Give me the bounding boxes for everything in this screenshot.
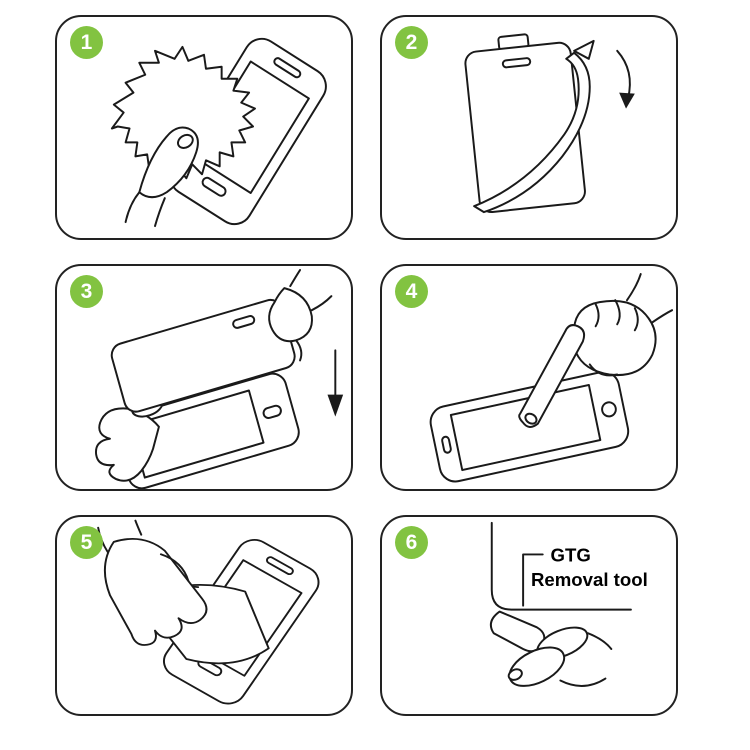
steps-grid: 1 2 — [55, 15, 678, 716]
curved-arrow-down-icon — [616, 49, 635, 109]
step-panel-2: 2 — [380, 15, 678, 240]
illustration-smooth-film — [97, 519, 320, 705]
arrow-down-icon — [327, 349, 344, 417]
illustration-removal-tool: GTG Removal tool — [489, 521, 648, 687]
step-panel-3: 3 — [55, 264, 353, 491]
step-panel-6: 6 GTG Removal tool — [380, 515, 678, 716]
illustration-clean-screen — [110, 37, 327, 228]
illustration-place-glass — [95, 269, 344, 489]
callout-pointer-line — [522, 553, 544, 607]
holding-fingers-icon — [507, 626, 613, 687]
pressing-hand-icon — [518, 273, 674, 428]
illustration-press-screen — [429, 273, 674, 483]
illustration-peel-film — [464, 33, 635, 214]
removal-tool-label-line1: GTG — [551, 544, 591, 565]
step-number-badge: 2 — [395, 26, 428, 59]
step-panel-5: 5 — [55, 515, 353, 716]
peeling-film-icon — [473, 39, 595, 214]
step-number-badge: 4 — [395, 275, 428, 308]
removal-tool-label-line2: Removal tool — [531, 569, 648, 590]
step-number-badge: 6 — [395, 526, 428, 559]
step-panel-4: 4 — [380, 264, 678, 491]
removal-tool-icon — [489, 610, 546, 653]
step-panel-1: 1 — [55, 15, 353, 240]
right-hand-icon — [268, 269, 333, 362]
step-number-badge: 5 — [70, 526, 103, 559]
step-number-badge: 1 — [70, 26, 103, 59]
hand-icon — [97, 519, 208, 646]
thumb-icon — [124, 126, 199, 228]
phone-corner-outline — [490, 521, 632, 611]
step-number-badge: 3 — [70, 275, 103, 308]
